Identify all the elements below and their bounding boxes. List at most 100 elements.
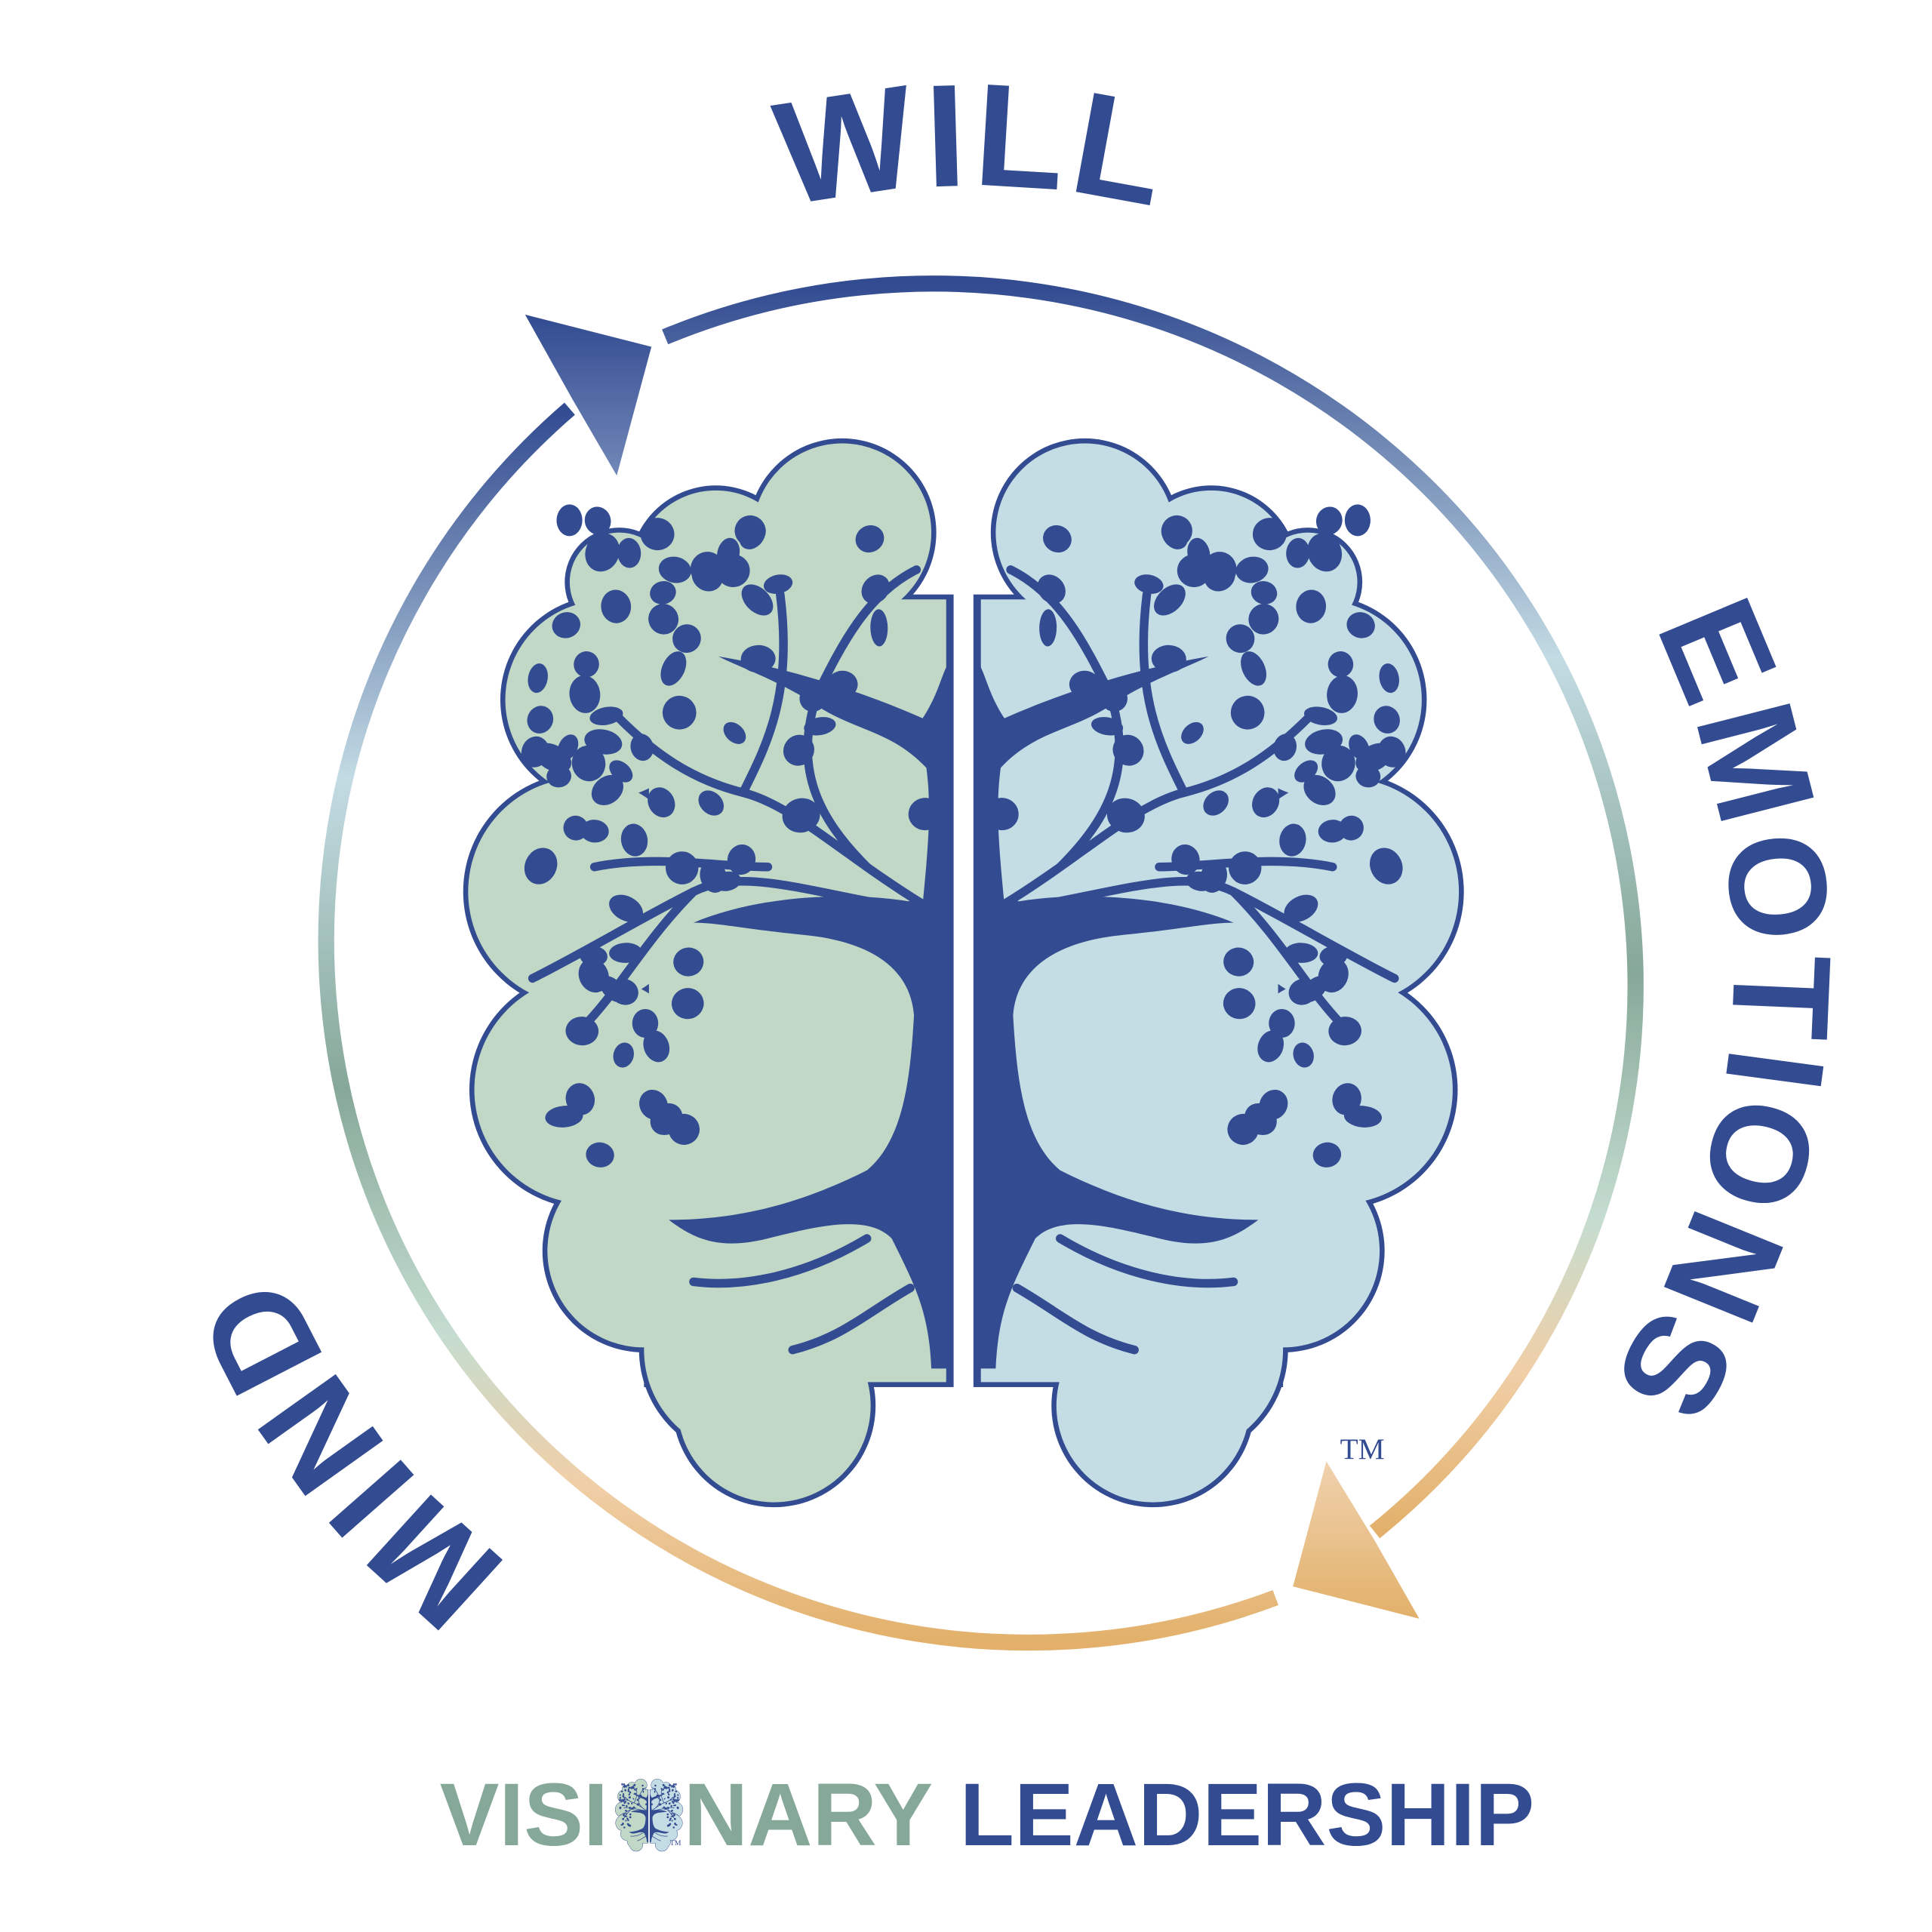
- leaf-icon: [599, 976, 626, 1002]
- leaf-icon: [675, 1790, 678, 1792]
- leaf-icon: [666, 1824, 669, 1827]
- leaf-icon: [631, 1802, 633, 1804]
- leaf-icon: [585, 533, 620, 572]
- leaf-icon: [734, 515, 766, 547]
- leaf-icon: [625, 1800, 627, 1802]
- leaf-icon: [673, 1799, 676, 1802]
- leaf-icon: [654, 1784, 657, 1787]
- brain-tree-icon: [463, 438, 1464, 1508]
- leaf-icon: [698, 790, 724, 816]
- left-lobe: [463, 438, 954, 1508]
- leaf-icon: [623, 1801, 626, 1804]
- leaf-icon: [642, 1790, 645, 1793]
- right-lobe: [973, 438, 1464, 1508]
- leaf-icon: [638, 1795, 640, 1798]
- leaf-icon: [666, 1816, 669, 1819]
- leaf-icon: [1346, 612, 1375, 638]
- leaf-icon: [627, 1802, 630, 1805]
- leaf-icon: [1230, 695, 1265, 730]
- leaf-icon: [620, 1790, 623, 1792]
- leaf-icon: [691, 559, 724, 592]
- leaf-icon: [625, 1785, 627, 1788]
- leaf-icon: [763, 574, 793, 594]
- leaf-icon: [630, 734, 654, 761]
- leaf-icon: [584, 506, 611, 535]
- leaf-icon: [1315, 506, 1343, 535]
- leaf-icon: [1332, 1083, 1361, 1115]
- leaf-icon: [580, 946, 608, 967]
- leaf-icon: [651, 1810, 654, 1812]
- leaf-icon: [1273, 734, 1297, 761]
- leaf-icon: [1181, 721, 1204, 744]
- brand-wordmark: VISI TM NARY LEADERSHIP: [440, 1765, 1535, 1865]
- leaf-icon: [624, 1815, 626, 1817]
- leaf-icon: [630, 1786, 633, 1789]
- leaf-icon: [1151, 645, 1186, 673]
- leaf-icon: [1091, 717, 1124, 736]
- leaf-icon: [1248, 604, 1279, 635]
- leaf-icon: [621, 1798, 623, 1801]
- leaf-icon: [662, 1783, 665, 1786]
- leaf-icon: [1379, 663, 1399, 694]
- leaf-icon: [1203, 790, 1229, 816]
- leaf-icon: [641, 1810, 643, 1813]
- brand-text-nary: NARY: [684, 1765, 933, 1865]
- leaf-icon: [1257, 1030, 1284, 1063]
- leaf-icon: [667, 1796, 670, 1799]
- leaf-icon: [623, 1826, 626, 1829]
- leaf-icon: [591, 774, 624, 806]
- leaf-icon: [1284, 943, 1318, 963]
- leaf-icon: [1252, 518, 1287, 551]
- word-mind: MIND: [165, 1251, 529, 1659]
- leaf-icon: [626, 1823, 629, 1826]
- leaf-icon: [700, 860, 728, 893]
- leaf-icon: [574, 651, 599, 678]
- leaf-icon: [1223, 988, 1256, 1020]
- leaf-icon: [641, 1784, 644, 1787]
- leaf-icon: [665, 1807, 667, 1810]
- leaf-icon: [673, 1793, 676, 1795]
- leaf-icon: [671, 1800, 673, 1802]
- leaf-icon: [627, 1788, 630, 1790]
- leaf-icon: [1370, 848, 1403, 884]
- leaf-icon: [1059, 902, 1085, 930]
- leaf-icon: [624, 1789, 627, 1792]
- leaf-icon: [654, 1788, 657, 1790]
- brand-text-leadership: LEADERSHIP: [960, 1765, 1534, 1865]
- leaf-icon: [622, 1823, 624, 1825]
- leaf-icon: [1355, 764, 1381, 788]
- leaf-icon: [656, 1794, 659, 1797]
- leaf-icon: [626, 1817, 629, 1820]
- leaf-icon: [662, 695, 697, 730]
- leaf-icon: [666, 851, 699, 884]
- leaf-icon: [1134, 574, 1164, 594]
- leaf-icon: [667, 1786, 670, 1789]
- leaf-icon: [632, 1806, 635, 1809]
- leaf-icon: [589, 706, 623, 726]
- leaf-icon: [648, 604, 679, 635]
- leaf-icon: [663, 1806, 666, 1809]
- leaf-icon: [861, 574, 890, 604]
- leaf-icon: [628, 1796, 631, 1799]
- leaf-icon: [1069, 670, 1101, 699]
- brand-text-visi: VISI: [440, 1765, 608, 1865]
- right-lobe: [649, 1778, 684, 1852]
- leaf-icon: [638, 1798, 641, 1799]
- leaf-icon: [640, 518, 675, 551]
- leaf-icon: [1327, 651, 1354, 678]
- leaf-icon: [580, 820, 609, 843]
- leaf-icon: [623, 1785, 626, 1788]
- leaf-icon: [1349, 734, 1370, 761]
- leaf-icon: [629, 1813, 632, 1816]
- leaf-icon: [664, 1785, 666, 1788]
- leaf-icon: [654, 1790, 656, 1793]
- leaf-icon: [1307, 533, 1343, 572]
- leaf-icon: [675, 1801, 678, 1803]
- leaf-icon: [1321, 745, 1355, 782]
- leaf-icon: [625, 1820, 627, 1822]
- leaf-icon: [740, 645, 776, 673]
- leaf-icon: [557, 734, 579, 761]
- leaf-icon: [1294, 760, 1318, 783]
- leaf-icon: [668, 1802, 671, 1805]
- leaf-icon: [1259, 1089, 1288, 1120]
